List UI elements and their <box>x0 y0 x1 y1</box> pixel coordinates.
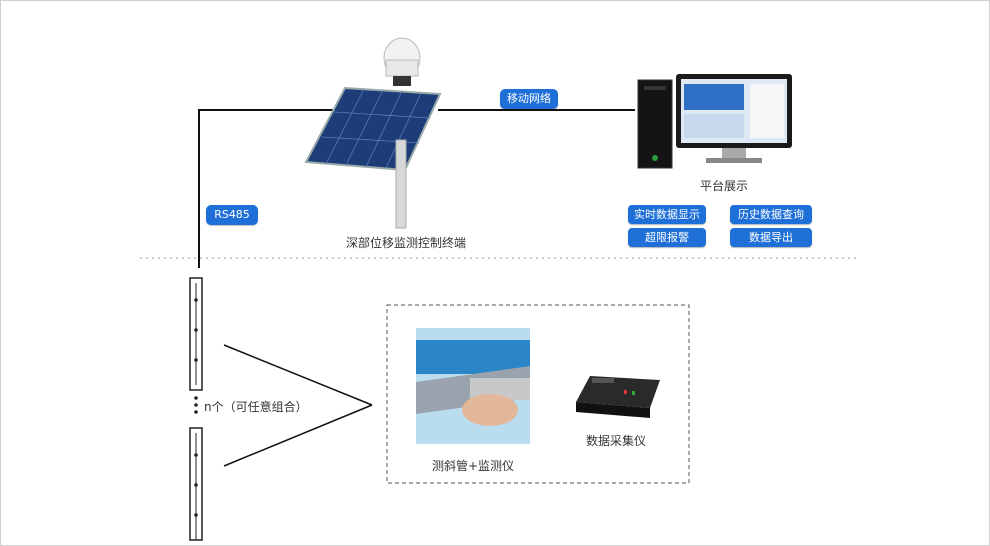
realtime-data-button[interactable]: 实时数据显示 <box>628 205 706 224</box>
inclinometer-label: 测斜管+监测仪 <box>432 459 515 473</box>
overlimit-alarm-button[interactable]: 超限报警 <box>628 228 706 247</box>
history-query-button[interactable]: 历史数据查询 <box>730 205 812 224</box>
solar-terminal-icon <box>304 37 442 229</box>
data-collector-icon <box>576 376 660 418</box>
inclinometer-photo <box>416 328 530 444</box>
rs485-badge: RS485 <box>206 205 258 225</box>
sensor-string-bottom-icon <box>189 427 203 541</box>
rs485-cable-line <box>198 109 340 268</box>
sensor-count-label: n个（可任意组合） <box>204 400 308 414</box>
desktop-computer-icon <box>637 74 792 169</box>
fan-line-upper <box>223 344 373 406</box>
sensor-string-top-icon <box>189 277 203 391</box>
terminal-label: 深部位移监测控制终端 <box>346 236 467 250</box>
collector-label: 数据采集仪 <box>586 434 647 448</box>
ellipsis-dot <box>194 396 198 400</box>
data-export-button[interactable]: 数据导出 <box>730 228 812 247</box>
ellipsis-dot <box>194 410 198 414</box>
equipment-box <box>386 304 690 484</box>
platform-label: 平台展示 <box>700 179 749 193</box>
mobile-network-badge: 移动网络 <box>500 89 558 109</box>
fan-line-lower <box>223 404 373 467</box>
ellipsis-dot <box>194 403 198 407</box>
